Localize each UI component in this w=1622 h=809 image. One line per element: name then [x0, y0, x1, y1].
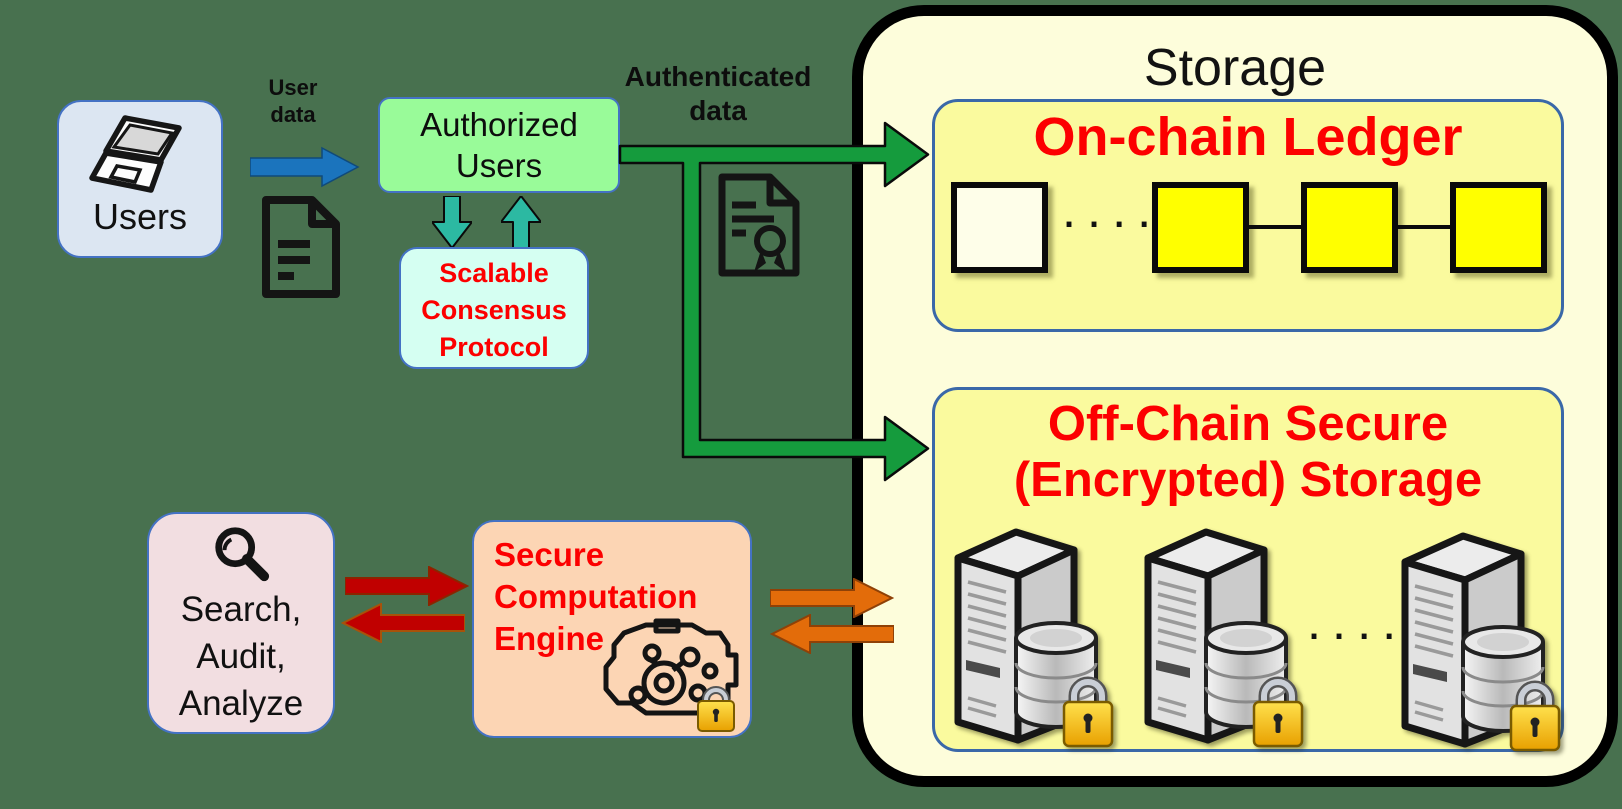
block-2: [1301, 182, 1398, 273]
secure-computation-engine-box: Secure Computation Engine: [472, 520, 752, 738]
query-arrow-right-icon: [345, 566, 469, 606]
document-icon: [262, 196, 340, 298]
query-arrow-left-icon: [341, 603, 465, 643]
consensus-protocol-box: Scalable Consensus Protocol: [399, 247, 589, 369]
block-connector: [1396, 225, 1452, 229]
lock-icon: [697, 686, 735, 732]
consensus-up-arrow-icon: [501, 196, 541, 248]
block-3: [1450, 182, 1547, 273]
encrypted-server-icon: [1128, 518, 1313, 750]
onchain-ledger-title: On-chain Ledger: [1033, 107, 1463, 167]
storage-title: Storage: [1143, 39, 1327, 97]
block-connector: [1247, 225, 1303, 229]
search-audit-analyze-box: Search, Audit, Analyze: [147, 512, 335, 734]
encrypted-server-icon: [1385, 522, 1570, 754]
magnifier-icon: [215, 527, 270, 582]
block-1: [1152, 182, 1249, 273]
users-box: Users: [57, 100, 223, 258]
engine-icon: [603, 618, 739, 732]
users-label: Users: [92, 196, 187, 237]
authenticated-data-label: Authenticated data: [624, 61, 812, 126]
block-genesis: [951, 182, 1048, 273]
certificate-icon: [718, 173, 800, 277]
authorized-users-box: Authorized Users: [378, 97, 620, 193]
user-data-label: User data: [268, 75, 318, 127]
user-data-arrow-icon: [250, 146, 360, 188]
laptop-icon: [89, 115, 182, 193]
offchain-storage-title: Off-Chain Secure (Encrypted) Storage: [1013, 397, 1483, 507]
consensus-down-arrow-icon: [432, 196, 472, 248]
encrypted-server-icon: [938, 518, 1123, 750]
